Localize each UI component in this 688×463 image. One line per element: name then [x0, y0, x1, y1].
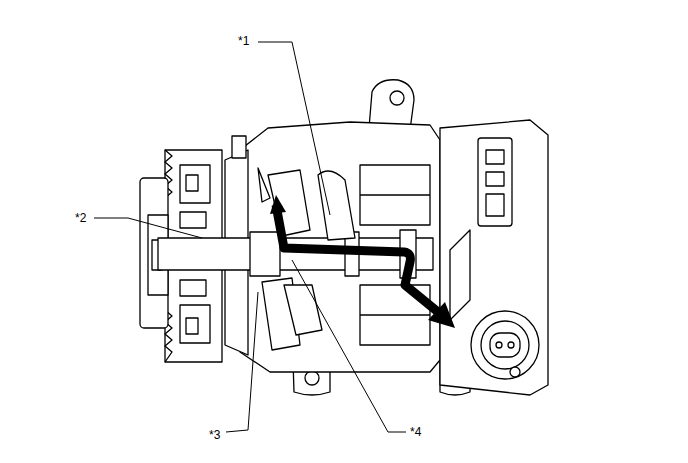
callout-number: *2 [74, 211, 87, 225]
piston [318, 171, 355, 240]
control-valve [478, 138, 512, 226]
callout-number: *1 [237, 34, 250, 48]
flow-arrow [270, 195, 455, 328]
compressor-housing [240, 122, 440, 372]
swash-plate [268, 170, 310, 236]
rear-head [440, 120, 548, 395]
leader-lines [94, 42, 406, 432]
callout-number: *3 [208, 428, 221, 442]
callout-number: *4 [409, 425, 422, 439]
connector [471, 311, 539, 379]
clutch-coil [180, 165, 210, 203]
